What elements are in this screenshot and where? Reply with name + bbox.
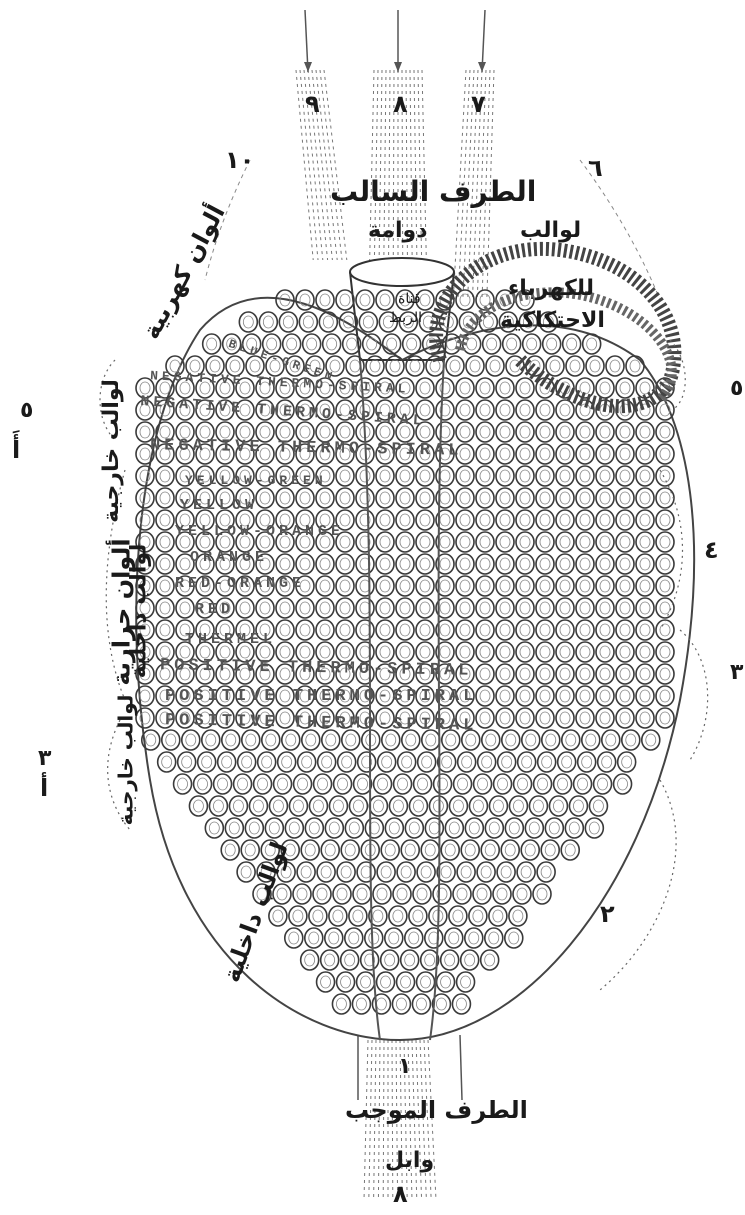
vortex-label: دوامة [368, 220, 427, 242]
band-thermel: THERMEL [185, 632, 276, 647]
positive-end-label: الطرف الموجب [345, 1098, 528, 1122]
band-orange: ORANGE [190, 550, 268, 565]
number-6: ٦ [588, 156, 603, 180]
number-3-left: ٣ [38, 748, 51, 770]
band-yellow-orange: YELLOW-ORANGE [175, 524, 344, 539]
arrow-bottom-right [460, 1035, 462, 1100]
coil-row [253, 884, 551, 904]
band-yellow: YELLOW [180, 498, 258, 513]
outer-spirals-upper-label: لوالب خارجية [101, 379, 123, 523]
band-yellow-green: YELLOW-GREEN [185, 474, 327, 487]
stream-label: وابل [385, 1150, 434, 1172]
arrow-9-head [304, 62, 312, 72]
channel-label-line1: قناة [398, 292, 421, 306]
stream-9 [296, 70, 347, 260]
frictional-spirals-line1: لوالب [520, 220, 581, 242]
band-red: RED [195, 602, 234, 617]
letter-a-prime: أَ [12, 438, 20, 462]
number-1: ١ [398, 1056, 411, 1078]
arrow-7-head [478, 62, 486, 72]
number-4: ٤ [704, 538, 719, 562]
number-7: ٧ [471, 92, 486, 116]
inner-spirals-label: لوالب داخلية [128, 544, 150, 679]
vortex-top [350, 258, 454, 286]
coil-row [269, 906, 527, 926]
frictional-spirals-line2: للكهرباء [508, 278, 594, 300]
coil-row [285, 928, 523, 948]
number-8-top: ٨ [393, 92, 408, 116]
frictional-spirals-line3: الاحتكاكية [500, 310, 605, 332]
coil-row [301, 950, 499, 970]
number-2: ٢ [600, 902, 615, 926]
negative-end-label: الطرف السالب [330, 178, 536, 206]
band-red-orange: RED-ORANGE [175, 576, 305, 591]
coil-row [158, 752, 636, 772]
coil-row [205, 818, 603, 838]
band-positive-2: POSITIVE THERMO-SPIRAL [165, 688, 477, 705]
number-10: ١٠ [225, 148, 254, 172]
coil-row [332, 994, 470, 1014]
coil-row [317, 972, 475, 992]
coil-row [174, 774, 632, 794]
number-5-right: ٥ [730, 378, 743, 400]
letter-a: أ [40, 776, 48, 800]
number-5-left: ٥ [20, 400, 33, 422]
number-3-right: ٣ [730, 662, 743, 684]
coil-row [189, 796, 607, 816]
bracket-right-3 [680, 630, 708, 760]
outer-spirals-lower-label: لوالب خارجية [115, 695, 135, 826]
channel-label-line2: الربط [389, 311, 422, 325]
number-8-bottom: ٨ [393, 1182, 408, 1206]
number-9: ٩ [305, 92, 320, 116]
arrow-8-head [394, 62, 402, 72]
